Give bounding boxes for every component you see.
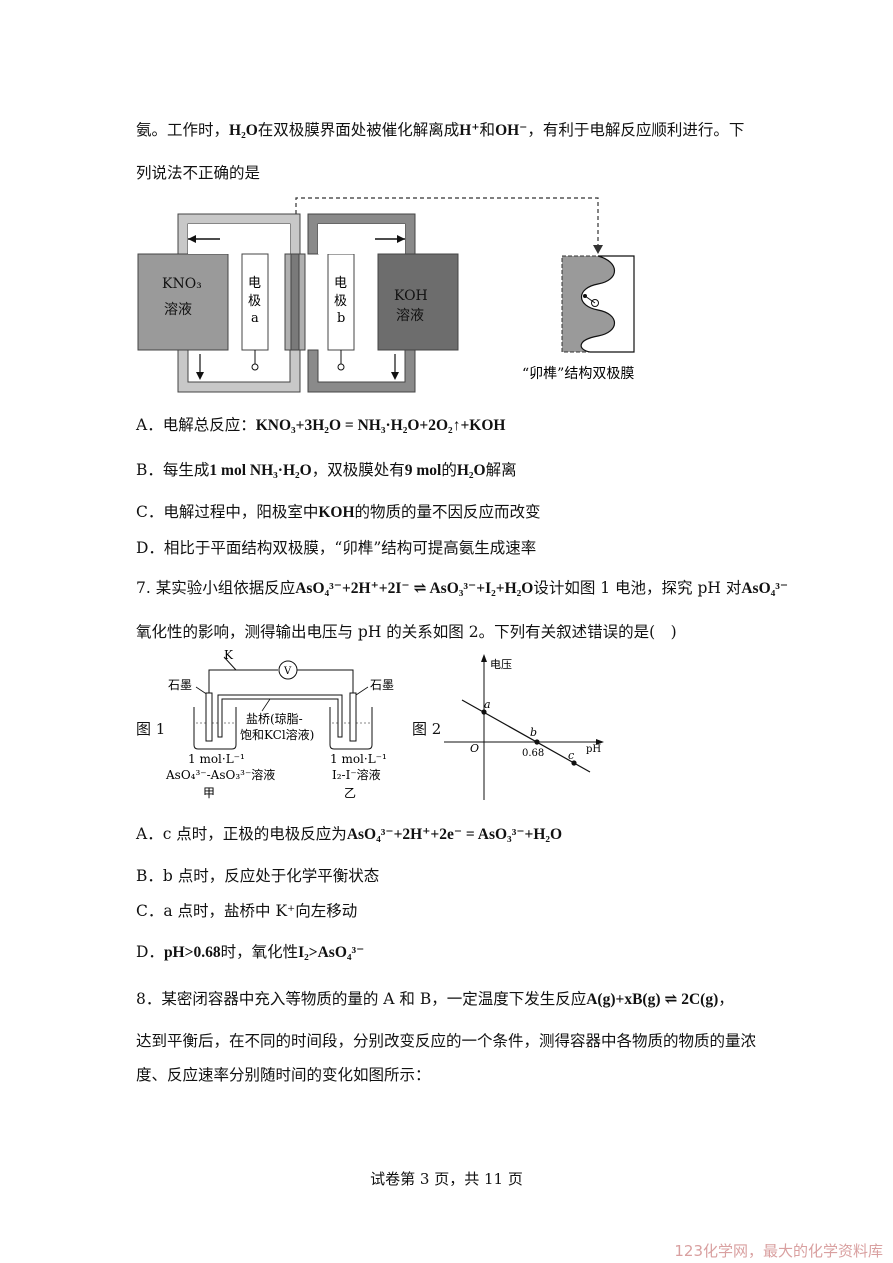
graphite-right-label: 石墨 (370, 678, 394, 692)
q8-line-2: 达到平衡后，在不同的时间段，分别改变反应的一个条件，测得容器中各物质的物质的量浓 (136, 1032, 757, 1050)
q8-line-3: 度、反应速率分别随时间的变化如图所示： (136, 1066, 431, 1084)
point-a (481, 709, 487, 715)
svg-text:O: O (470, 742, 479, 755)
kno3-chamber (137, 253, 229, 351)
svg-text:c: c (568, 749, 574, 762)
electrode-b (327, 253, 355, 351)
q6-option-a: A．电解总反应：KNO₃+3H₂O = NH₃·H₂O+2O₂↑+KOH (136, 416, 506, 434)
koh-chamber (377, 253, 459, 351)
svg-text:极: 极 (248, 294, 261, 309)
svg-text:电: 电 (248, 276, 261, 291)
point-c (571, 760, 577, 766)
svg-text:1 mol·L⁻¹: 1 mol·L⁻¹ (188, 752, 245, 766)
svg-text:I₂-I⁻溶液: I₂-I⁻溶液 (332, 767, 381, 782)
y-axis-label: 电压 (490, 658, 512, 671)
svg-text:甲: 甲 (203, 786, 215, 800)
svg-text:b: b (337, 311, 345, 326)
svg-text:乙: 乙 (344, 786, 356, 800)
koh-sol-label: 溶液 (396, 308, 424, 324)
svg-text:a: a (484, 698, 491, 711)
q6-option-c: C．电解过程中，阳极室中KOH的物质的量不因反应而改变 (136, 503, 541, 521)
q7-option-b: B．b 点时，反应处于化学平衡状态 (136, 867, 380, 885)
svg-text:a: a (251, 311, 259, 326)
svg-text:V: V (283, 666, 292, 677)
voltage-ph-graph: 电压 pH O a b 0.68 c (444, 654, 604, 800)
watermark: 123化学网，最大的化学资料库 (674, 1242, 883, 1260)
page-footer: 试卷第 3 页，共 11 页 (370, 1170, 523, 1188)
q8-line-1: 8．某密闭容器中充入等物质的量的 A 和 B，一定温度下发生反应A(g)+xB(… (136, 990, 734, 1008)
graphite-left-label: 石墨 (168, 678, 192, 692)
svg-text:电: 电 (334, 276, 347, 291)
fig1-label: 图 1 (136, 720, 166, 738)
svg-text:0.68: 0.68 (522, 748, 544, 759)
q7-option-c: C．a 点时，盐桥中 K⁺向左移动 (136, 902, 358, 920)
electrolysis-figure: KNO₃ 溶液 电 极 a 电 极 b KOH 溶液 “卯榫”结构双极膜 (137, 197, 635, 393)
electrode-a (241, 253, 269, 351)
q7-option-a: A．c 点时，正极的电极反应为AsO₄³⁻+2H⁺+2e⁻ = AsO₃³⁻+H… (136, 825, 563, 843)
kno3-sol-label: 溶液 (164, 302, 192, 318)
intro-line-1: 氨。工作时，H₂O在双极膜界面处被催化解离成H⁺和OH⁻，有利于电解反应顺利进行… (136, 121, 745, 139)
kno3-label: KNO₃ (162, 276, 202, 292)
svg-text:极: 极 (334, 294, 347, 309)
salt-bridge (217, 694, 343, 738)
intro-line-2: 列说法不正确的是 (136, 164, 261, 182)
q6-option-b: B．每生成1 mol NH₃·H₂O，双极膜处有9 mol的H₂O解离 (136, 461, 517, 479)
svg-text:b: b (530, 726, 537, 739)
q6-option-d: D．相比于平面结构双极膜，“卯榫”结构可提高氨生成速率 (136, 539, 537, 557)
switch-k-label: K (224, 648, 234, 662)
koh-label: KOH (394, 288, 428, 304)
q7-stem-line-2: 氧化性的影响，测得输出电压与 pH 的关系如图 2。下列有关叙述错误的是( ) (136, 623, 677, 641)
q7-stem-line-1: 7. 某实验小组依据反应AsO₄³⁻+2H⁺+2I⁻ ⇌ AsO₃³⁻+I₂+H… (136, 579, 789, 597)
svg-text:1 mol·L⁻¹: 1 mol·L⁻¹ (330, 752, 387, 766)
membrane-caption: “卯榫”结构双极膜 (522, 366, 634, 382)
svg-text:饱和KCl溶液): 饱和KCl溶液) (240, 727, 314, 742)
q7-option-d: D．pH>0.68时，氧化性I₂>AsO₄³⁻ (136, 943, 365, 961)
galvanic-cell-figure: K V 石墨 石墨 盐桥(琼脂- 饱和KCl溶液) 1 mol·L⁻¹ AsO₄… (165, 648, 394, 800)
fig2-label: 图 2 (412, 720, 442, 738)
svg-text:AsO₄³⁻-AsO₃³⁻溶液: AsO₄³⁻-AsO₃³⁻溶液 (165, 767, 275, 782)
point-b (534, 739, 540, 745)
svg-text:盐桥(琼脂-: 盐桥(琼脂- (246, 711, 303, 726)
x-axis-label: pH (586, 744, 601, 755)
